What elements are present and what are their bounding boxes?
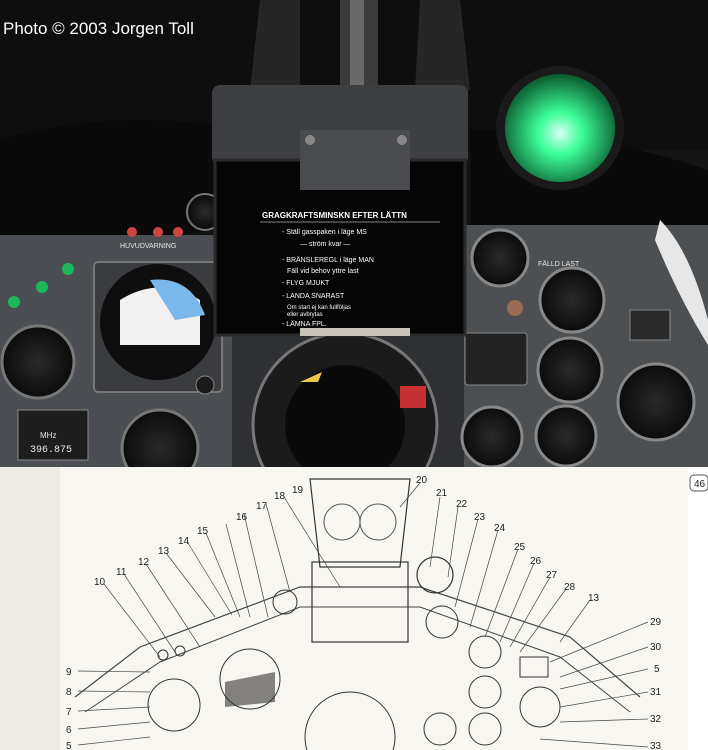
callout-27: 27 <box>546 570 558 581</box>
cockpit-photo: GRAGKRAFTSMINSKN EFTER LÄTTN - Ställ gas… <box>0 0 708 467</box>
label-mhz: MHz <box>40 431 56 440</box>
callout-13: 13 <box>158 546 170 557</box>
placard-line-5: - FLYG MJUKT <box>282 280 330 287</box>
callout-17: 17 <box>256 501 268 512</box>
callout-16: 16 <box>236 512 248 523</box>
callout-23: 23 <box>474 512 486 523</box>
callout-24: 24 <box>494 523 506 534</box>
callout-18: 18 <box>274 491 286 502</box>
callout-12: 12 <box>138 557 150 568</box>
label-mhz-value: 396.875 <box>30 445 72 456</box>
callout-21: 21 <box>436 488 448 499</box>
callout-11: 11 <box>116 567 127 578</box>
cockpit-diagram: 46 <box>0 467 708 750</box>
callout-10: 10 <box>94 577 106 588</box>
label-huvudvarning: HUVUDVARNING <box>120 243 176 250</box>
callout-29: 29 <box>650 617 662 628</box>
callout-7: 7 <box>66 707 72 718</box>
callout-14: 14 <box>178 536 190 547</box>
callout-19: 19 <box>292 485 304 496</box>
placard-title: GRAGKRAFTSMINSKN EFTER LÄTTN <box>262 211 407 220</box>
callout-6: 6 <box>66 725 72 736</box>
page-number: 46 <box>694 479 706 490</box>
callout-5-right: 5 <box>654 664 660 675</box>
callout-32: 32 <box>650 714 662 725</box>
label-falld-last: FÄLLD LAST <box>538 260 580 268</box>
callout-5-left: 5 <box>66 741 72 750</box>
placard-line-9: - LÄMNA FPL. <box>282 320 327 328</box>
placard-line-1: - Ställ gasspaken i läge MS <box>282 229 367 236</box>
callout-15: 15 <box>197 526 209 537</box>
cockpit-photo-drawing: GRAGKRAFTSMINSKN EFTER LÄTTN - Ställ gas… <box>0 0 708 467</box>
callout-13-right: 13 <box>588 593 600 604</box>
callout-31: 31 <box>650 687 662 698</box>
photo-credit: Photo © 2003 Jorgen Toll <box>3 19 194 38</box>
callout-28: 28 <box>564 582 576 593</box>
callout-33: 33 <box>650 741 662 750</box>
callout-25: 25 <box>514 542 526 553</box>
placard-line-8: eller avbrytas <box>287 312 323 318</box>
placard-line-7: Om start ej kan fullföljas <box>287 305 351 311</box>
callout-22: 22 <box>456 499 468 510</box>
placard-line-2: — ström kvar — <box>300 241 351 248</box>
callout-9: 9 <box>66 667 72 678</box>
cockpit-diagram-drawing: 46 <box>0 467 708 750</box>
placard-line-6: - LANDA SNARAST <box>282 293 345 300</box>
callout-8: 8 <box>66 687 72 698</box>
callout-30: 30 <box>650 642 662 653</box>
placard-line-3: - BRÄNSLEREGL i läge MAN <box>282 256 374 264</box>
placard-line-4: Fäll vid behov yttre last <box>287 268 359 275</box>
callout-20: 20 <box>416 475 428 486</box>
callout-26: 26 <box>530 556 542 567</box>
